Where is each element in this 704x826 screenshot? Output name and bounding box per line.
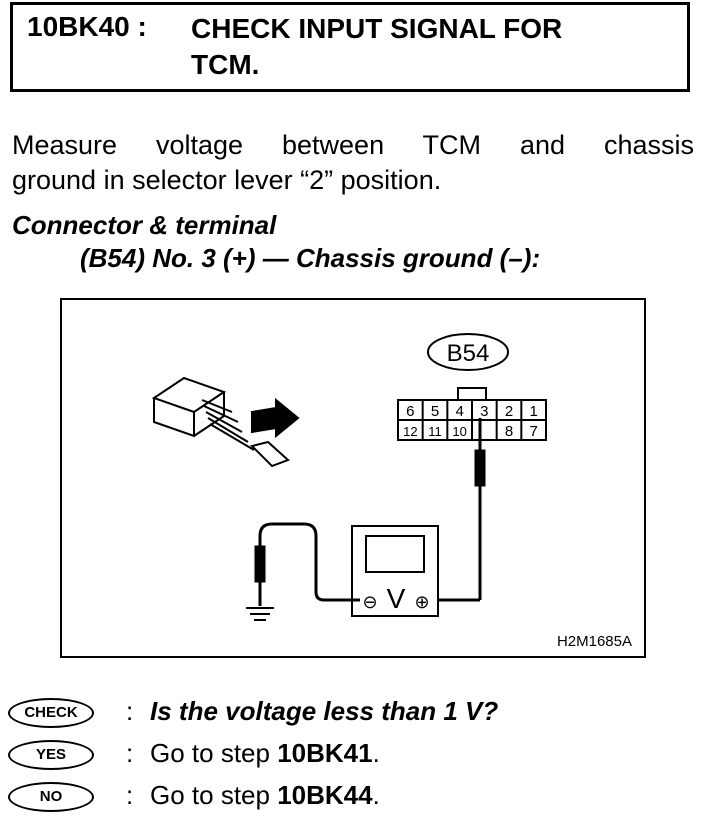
yes-colon: : (126, 738, 134, 768)
no-colon: : (126, 780, 134, 810)
step-title-line1: CHECK INPUT SIGNAL FOR (191, 13, 563, 44)
connector-id-badge: B54 (427, 333, 509, 371)
voltmeter: V ⊖ ⊕ (351, 525, 439, 617)
step-header: 10BK40 : CHECK INPUT SIGNAL FOR TCM. (10, 2, 690, 92)
no-suffix: . (372, 780, 380, 810)
instruction-line1: Measure voltage between TCM and chassis (12, 130, 694, 160)
yes-badge: YES (8, 740, 94, 770)
instruction-line2: ground in selector lever “2” position. (12, 165, 442, 195)
pin-label: 5 (431, 403, 439, 420)
figure-code: H2M1685A (557, 633, 632, 650)
pin-label: 1 (529, 403, 537, 420)
no-badge: NO (8, 782, 94, 812)
step-code: 10BK40 : (27, 11, 147, 42)
connector-detail: (B54) No. 3 (+) — Chassis ground (–): (80, 243, 541, 273)
pin-label: 6 (406, 403, 414, 420)
negative-probe (254, 522, 360, 606)
positive-probe (434, 418, 486, 602)
yes-prefix: Go to step (150, 738, 278, 768)
instruction-text: Measure voltage between TCM and chassis … (12, 128, 694, 198)
harness-connector-icon (151, 376, 300, 468)
pin-label: 10 (452, 424, 466, 439)
connector-label: Connector & terminal (12, 210, 277, 240)
pin-label: 12 (403, 424, 417, 439)
meter-symbol: V (387, 583, 406, 614)
no-action: Go to step 10BK44. (150, 780, 380, 811)
check-colon: : (126, 696, 134, 726)
yes-suffix: . (372, 738, 380, 768)
no-prefix: Go to step (150, 780, 278, 810)
ground-icon (246, 607, 274, 621)
pin-label: 7 (529, 423, 537, 440)
yes-step-link[interactable]: 10BK41 (277, 738, 373, 768)
no-step-link[interactable]: 10BK44 (277, 780, 373, 810)
pin-label: 2 (505, 403, 513, 420)
pin-label: 3 (480, 403, 488, 420)
pin-label: 4 (455, 403, 463, 420)
pin-label: 11 (428, 424, 442, 439)
yes-action: Go to step 10BK41. (150, 738, 380, 769)
connector-id-text: B54 (447, 340, 490, 367)
check-question: Is the voltage less than 1 V? (150, 696, 499, 726)
step-title-line2: TCM. (191, 49, 260, 80)
pin-label: 8 (505, 423, 513, 440)
plus-terminal-icon: ⊕ (414, 592, 429, 613)
minus-terminal-icon: ⊖ (362, 592, 377, 613)
step-title: CHECK INPUT SIGNAL FOR TCM. (191, 11, 661, 83)
check-badge: CHECK (8, 698, 94, 728)
